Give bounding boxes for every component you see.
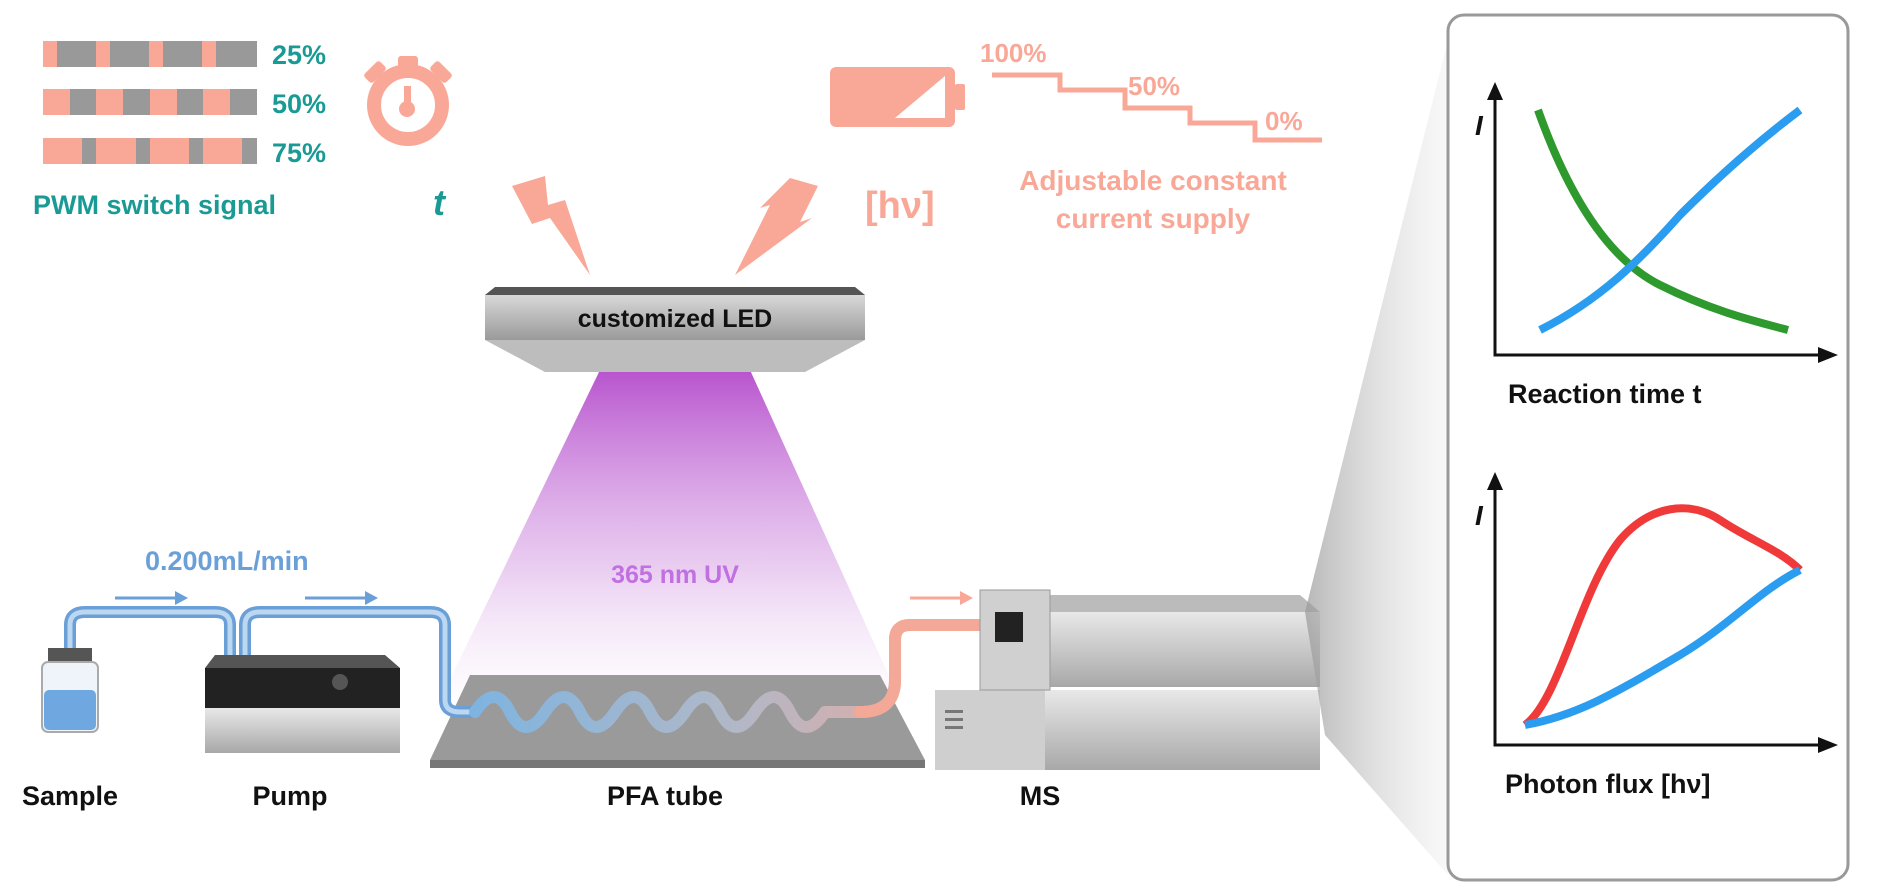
led-label: customized LED bbox=[578, 305, 772, 333]
pump-label: Pump bbox=[252, 781, 327, 811]
pump bbox=[205, 655, 400, 753]
time-symbol: t bbox=[433, 182, 447, 223]
mass-spectrometer bbox=[935, 589, 1320, 770]
stopwatch-icon bbox=[364, 56, 452, 146]
zoom-wedge bbox=[1305, 40, 1448, 875]
plot-bottom-x-arrow bbox=[1818, 737, 1838, 753]
pwm-signal-25 bbox=[43, 41, 257, 67]
lightning-right-icon bbox=[735, 178, 818, 275]
ms-label: MS bbox=[1020, 781, 1061, 811]
plot-bottom-ylabel: I bbox=[1475, 500, 1484, 531]
supply-title-line2: current supply bbox=[1056, 203, 1251, 234]
plot-bottom-y-arrow bbox=[1487, 472, 1503, 490]
pwm-signal-75 bbox=[43, 138, 257, 164]
supply-level-0: 0% bbox=[1265, 106, 1303, 136]
tube-label: PFA tube bbox=[607, 781, 723, 811]
results-panel bbox=[1446, 13, 1850, 882]
plot-top-xlabel: Reaction time t bbox=[1508, 379, 1702, 409]
pwm-label-75: 75% bbox=[272, 138, 326, 168]
uv-light-cone bbox=[440, 370, 900, 700]
plot-top-green-curve bbox=[1534, 108, 1790, 334]
plot-top-axes bbox=[1493, 92, 1825, 357]
plot-top-x-arrow bbox=[1818, 347, 1838, 363]
plot-bottom-blue-curve bbox=[1524, 566, 1802, 729]
photon-flux-symbol: [hν] bbox=[865, 185, 935, 227]
uv-label: 365 nm UV bbox=[611, 561, 739, 589]
pwm-title: PWM switch signal bbox=[33, 190, 276, 220]
tubing bbox=[64, 606, 991, 733]
lightning-left-icon bbox=[512, 176, 590, 275]
current-step-line bbox=[992, 72, 1322, 143]
plot-top-y-arrow bbox=[1487, 82, 1503, 100]
led-lamp bbox=[485, 287, 865, 372]
plot-bottom-xlabel: Photon flux [hν] bbox=[1505, 769, 1710, 799]
supply-level-100: 100% bbox=[980, 38, 1047, 68]
plot-photon-flux bbox=[1487, 472, 1838, 753]
flow-rate-label: 0.200mL/min bbox=[145, 546, 309, 576]
battery-icon bbox=[830, 67, 965, 127]
plot-top-ylabel: I bbox=[1475, 110, 1484, 141]
plot-bottom-axes bbox=[1493, 482, 1825, 747]
pwm-label-50: 50% bbox=[272, 89, 326, 119]
sample-label: Sample bbox=[22, 781, 118, 811]
pwm-signal-50 bbox=[43, 89, 257, 115]
supply-level-50: 50% bbox=[1128, 71, 1180, 101]
photon-symbol: [hν] bbox=[865, 185, 935, 227]
pwm-label-25: 25% bbox=[272, 40, 326, 70]
supply-title-line1: Adjustable constant bbox=[1019, 165, 1287, 196]
sample-vial bbox=[41, 648, 99, 733]
plot-top-blue-curve bbox=[1538, 106, 1803, 334]
plot-reaction-time bbox=[1487, 82, 1838, 363]
flow-arrows bbox=[115, 591, 973, 605]
plot-bottom-red-curve bbox=[1522, 504, 1803, 729]
